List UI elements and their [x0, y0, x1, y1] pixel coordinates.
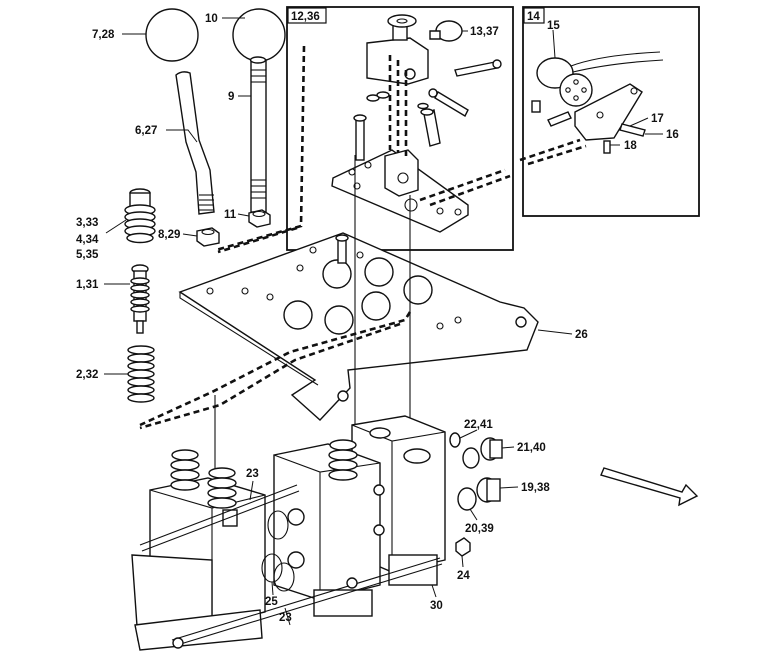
callout-17: 17	[651, 113, 664, 125]
nut-8-29	[196, 227, 220, 247]
mounting-plate	[178, 232, 539, 421]
block-spring-stack	[170, 439, 358, 509]
sensor-assembly	[531, 51, 664, 154]
callout-3-33: 3,33	[76, 217, 98, 229]
direction-arrow	[600, 467, 699, 507]
port-fittings	[449, 432, 503, 557]
callout-1-31: 1,31	[76, 279, 99, 291]
spring-cap-assembly	[124, 188, 156, 244]
callout-26: 26	[575, 329, 588, 341]
valve-block-front	[131, 477, 266, 651]
valve-block-middle	[273, 443, 385, 617]
callout-labels: 7,28 10 9 6,27 11 8,29 3,33 4,34 5,35 1,…	[76, 11, 679, 624]
callout-8-29: 8,29	[158, 229, 180, 241]
nut-11	[248, 209, 271, 228]
knob-left	[145, 8, 199, 62]
callout-21-40: 21,40	[517, 442, 546, 454]
inset-assembly-guide	[388, 55, 408, 158]
callout-7-28: 7,28	[92, 29, 115, 41]
knob-right	[232, 8, 286, 62]
bent-lever	[175, 71, 215, 215]
callout-15: 15	[547, 20, 560, 32]
o-rings	[261, 510, 295, 592]
return-spring	[127, 345, 155, 403]
callout-23-top: 23	[246, 468, 259, 480]
callout-20-39: 20,39	[465, 523, 494, 535]
tie-rods	[139, 484, 443, 649]
callout-2-32: 2,32	[76, 369, 98, 381]
callout-12-36: 12,36	[291, 11, 320, 23]
callout-4-34: 4,34	[76, 234, 99, 246]
straight-lever	[249, 56, 267, 213]
callout-13-37: 13,37	[470, 26, 499, 38]
callout-25: 25	[265, 596, 278, 608]
callout-5-35: 5,35	[76, 249, 99, 261]
callout-30: 30	[430, 600, 443, 612]
callout-24: 24	[457, 570, 470, 582]
callout-16: 16	[666, 129, 679, 141]
inset-box-14	[522, 6, 700, 217]
leader-lines	[104, 17, 663, 626]
callout-14: 14	[527, 11, 540, 23]
inset-box-12-36	[286, 6, 514, 251]
callout-11: 11	[224, 209, 237, 221]
callout-6-27: 6,27	[135, 125, 157, 137]
callout-19-38: 19,38	[521, 482, 550, 494]
assembly-guide-lines	[139, 45, 587, 470]
callout-9: 9	[228, 91, 234, 103]
pivot-bracket-assembly	[331, 14, 502, 233]
callout-23-bottom: 23	[279, 612, 292, 624]
callout-18: 18	[624, 140, 637, 152]
plunger	[130, 264, 150, 334]
callout-22-41: 22,41	[464, 419, 493, 431]
plate-screw	[335, 234, 349, 264]
callout-10: 10	[205, 13, 218, 25]
